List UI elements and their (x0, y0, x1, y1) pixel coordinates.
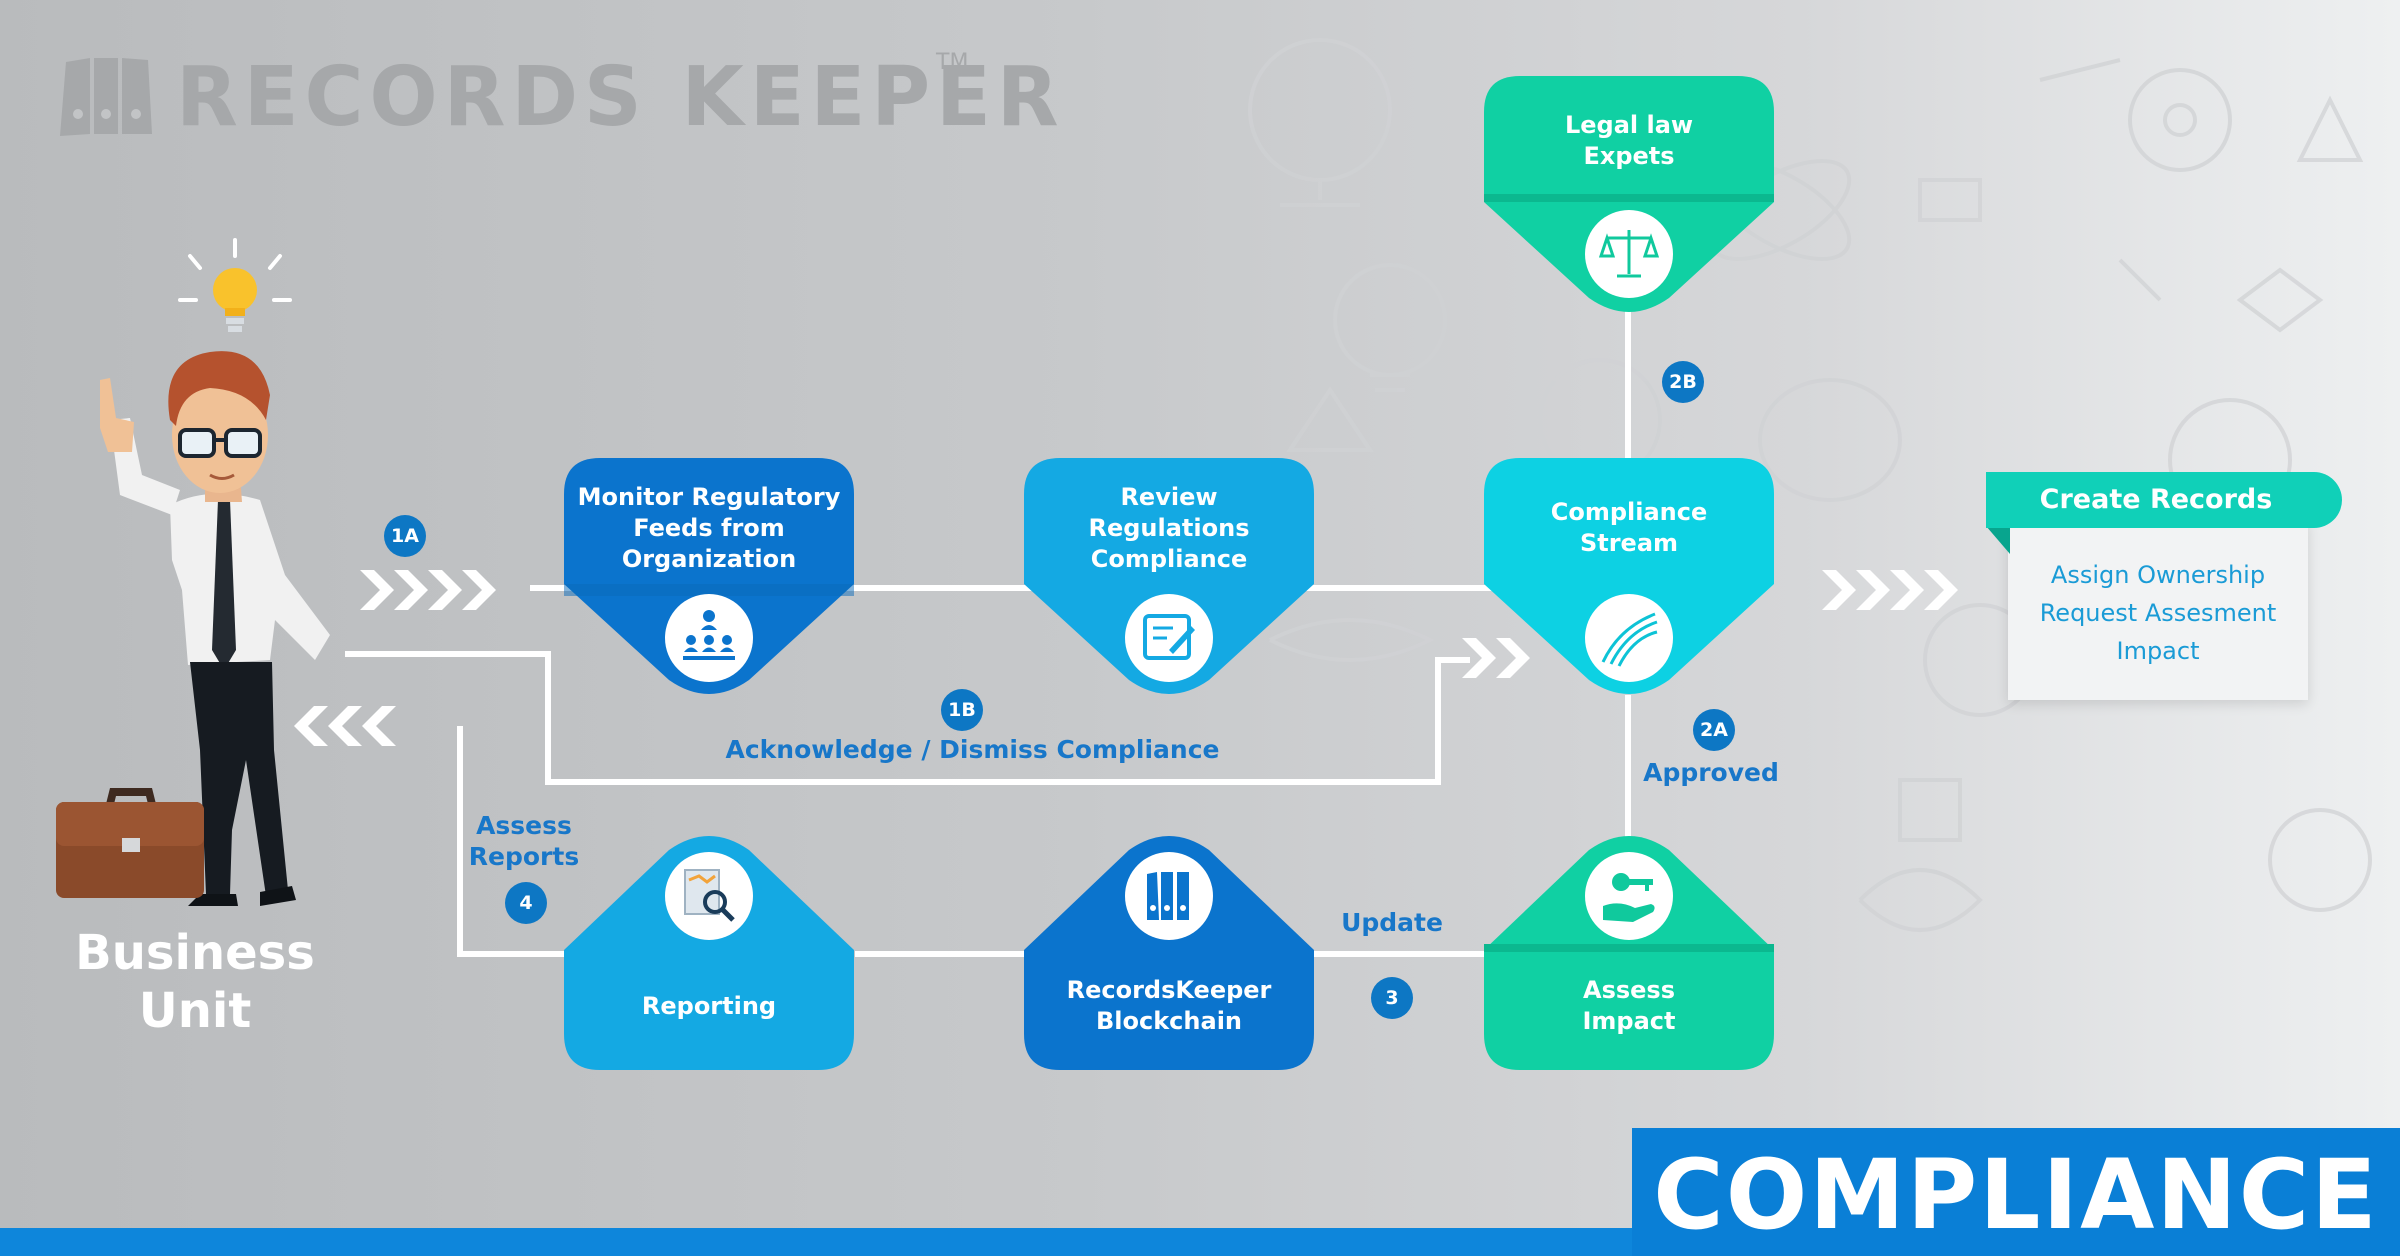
node-monitor-title[interactable]: Monitor Regulatory Feeds from Organizati… (564, 482, 854, 575)
review-line3: Compliance (1090, 545, 1248, 573)
binders-logo-icon (60, 58, 152, 136)
create-records-item: Assign Ownership (2050, 561, 2266, 589)
lightbulb-icon (213, 268, 257, 332)
step-badge-3: 3 (1371, 977, 1413, 1019)
arrow-chevrons-back (294, 706, 396, 746)
node-stream-title[interactable]: Compliance Stream (1484, 497, 1774, 559)
create-records-item: Request Assesment (2039, 599, 2277, 627)
node-reporting-shape (564, 836, 854, 1070)
assess-line2: Impact (1582, 1007, 1676, 1035)
document-pen-icon (1143, 614, 1195, 660)
create-records-header[interactable] (1986, 472, 2342, 528)
blockchain-line1: RecordsKeeper (1066, 976, 1272, 1004)
step-badge-2a: 2A (1693, 709, 1735, 751)
assess-reports-label: Assess Reports (459, 810, 589, 872)
legal-line2: Expets (1583, 142, 1675, 170)
assess-reports-line1: Assess (476, 811, 572, 840)
assess-reports-line2: Reports (468, 842, 580, 871)
footer-title: COMPLIANCE (1653, 1139, 2379, 1251)
node-blockchain-title[interactable]: RecordsKeeper Blockchain (1024, 975, 1314, 1037)
step-badge-2b: 2B (1662, 361, 1704, 403)
hand-key-icon (1603, 873, 1655, 922)
business-unit-line2: Unit (138, 983, 252, 1039)
business-unit-label: Business Unit (60, 924, 330, 1040)
monitor-line3: Organization (621, 545, 797, 573)
business-unit-line1: Business (75, 925, 315, 981)
briefcase-icon (56, 788, 204, 898)
node-reporting-title[interactable]: Reporting (564, 991, 854, 1022)
create-records-title: Create Records (2039, 484, 2273, 515)
arrow-chevrons-create (1822, 570, 1958, 610)
team-hierarchy-icon (683, 610, 735, 660)
step-badge-1b: 1B (941, 689, 983, 731)
arrow-chevrons-1b (1462, 638, 1530, 678)
businessman-illustration (100, 238, 330, 906)
review-line2: Regulations (1088, 514, 1250, 542)
legal-line1: Legal law (1564, 111, 1694, 139)
update-label: Update (1341, 908, 1443, 937)
brand-logo: RECORDS KEEPER TM (56, 50, 1059, 145)
stream-line2: Stream (1579, 529, 1679, 557)
create-records-card (2008, 520, 2308, 700)
node-legal-title[interactable]: Legal law Expets (1484, 110, 1774, 172)
review-line1: Review (1120, 483, 1218, 511)
approved-label: Approved (1643, 758, 1779, 787)
brand-name: RECORDS KEEPER (176, 50, 1065, 145)
create-records-list: Assign Ownership Request Assesment Impac… (2008, 556, 2308, 670)
stream-waves-icon (1601, 612, 1658, 667)
node-assess-title[interactable]: Assess Impact (1484, 975, 1774, 1037)
assess-line1: Assess (1583, 976, 1675, 1004)
binders-icon (1147, 872, 1189, 920)
arrow-chevrons-1a (360, 570, 496, 610)
footer-title-block (1632, 1128, 2400, 1256)
reporting-line1: Reporting (641, 992, 777, 1020)
stream-line1: Compliance (1550, 498, 1708, 526)
report-magnifier-icon (684, 869, 735, 922)
create-records-fold (1986, 526, 2010, 554)
step-badge-4: 4 (505, 882, 547, 924)
scales-icon (1599, 230, 1659, 278)
monitor-line2: Feeds from (633, 514, 785, 542)
brand-tm: TM (936, 50, 969, 75)
acknowledge-label: Acknowledge / Dismiss Compliance (725, 735, 1220, 764)
step-badge-1a: 1A (384, 515, 426, 557)
monitor-line1: Monitor Regulatory (577, 483, 841, 511)
blockchain-line2: Blockchain (1095, 1007, 1242, 1035)
node-review-title[interactable]: Review Regulations Compliance (1024, 482, 1314, 575)
create-records-item: Impact (2116, 637, 2200, 665)
